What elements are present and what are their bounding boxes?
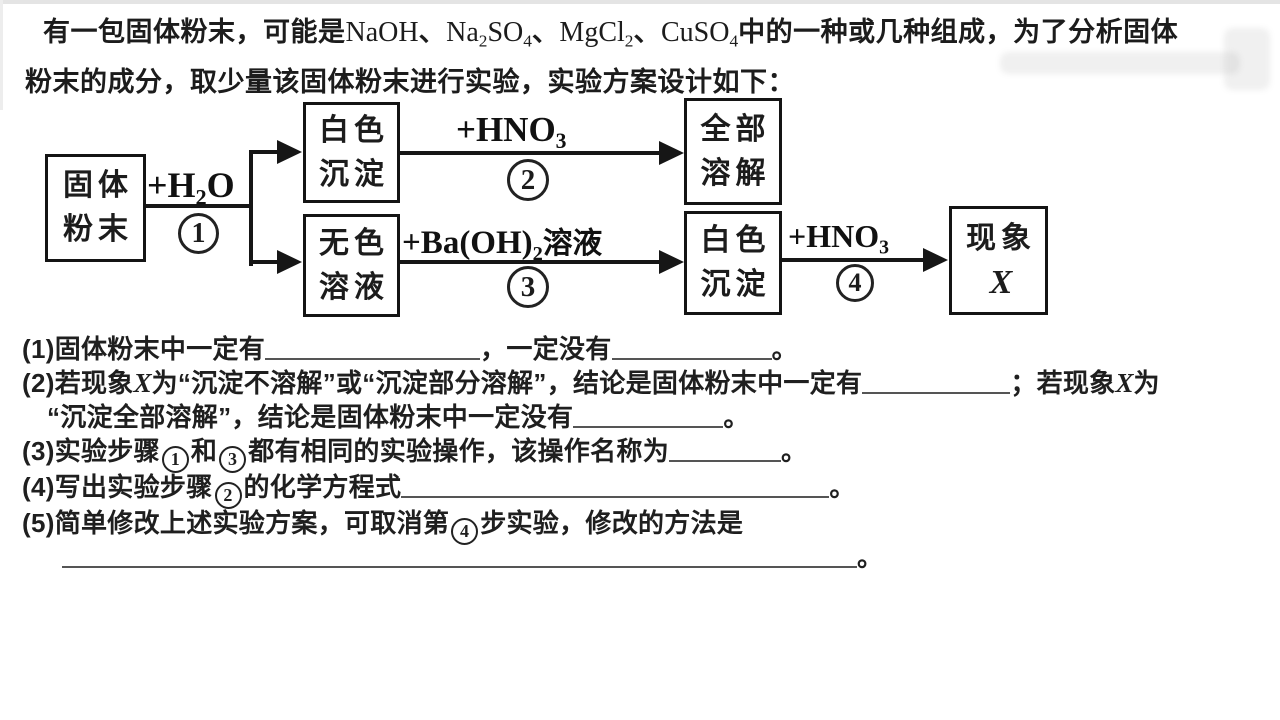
step4-number-badge: 4 <box>836 264 874 302</box>
answer-blank <box>401 474 830 498</box>
frame-edge-top <box>0 0 1280 4</box>
step3-number-badge: 3 <box>507 266 549 308</box>
formula-cuso4: CuSO4 <box>660 17 739 51</box>
arrowhead-icon-step3 <box>659 250 684 274</box>
step2-ref-badge: 2 <box>214 482 242 509</box>
step2-number-badge: 2 <box>507 159 549 201</box>
question-2-continued: “沉淀全部溶解”，结论是固体粉末中一定没有。 <box>47 402 750 432</box>
separator: 、 <box>418 17 447 47</box>
intro-text: 中的一种或几种组成，为了分析固体 <box>738 17 1179 47</box>
question-1: (1)固体粉末中一定有，一定没有。 <box>22 334 798 364</box>
watermark-smudge <box>1000 52 1240 74</box>
step1-number-badge: 1 <box>178 213 219 254</box>
question-5-continued: 。 <box>62 537 883 574</box>
variable-x: X <box>1115 368 1134 398</box>
step4-reagent-label: +HNO3 <box>788 218 890 259</box>
separator: 、 <box>633 17 661 47</box>
problem-statement: 有一包固体粉末，可能是NaOH、Na2SO4、MgCl2、CuSO4中的一种或几… <box>25 12 1255 102</box>
answer-blank <box>573 404 724 428</box>
answer-blank <box>862 370 1011 394</box>
frame-edge-left <box>0 0 3 110</box>
step1-reagent-label: +H2O <box>147 165 235 210</box>
answer-blank <box>669 438 782 462</box>
step2-reagent-label: +HNO3 <box>456 110 567 154</box>
variable-x: X <box>133 368 152 398</box>
step3-reagent-label: +Ba(OH)2溶液 <box>402 225 603 265</box>
answer-blank <box>62 544 857 568</box>
intro-text: 有一包固体粉末，可能是 <box>43 17 346 47</box>
watermark-smudge <box>1224 28 1270 90</box>
arrow-line-step1 <box>146 204 253 208</box>
arrowhead-icon-upper <box>277 140 302 164</box>
formula-na2so4: Na2SO4 <box>446 17 532 51</box>
arrowhead-icon-lower <box>277 250 302 274</box>
arrow-line-step2 <box>400 151 661 155</box>
branch-lower-line <box>249 260 279 264</box>
step1-ref-badge: 1 <box>161 446 189 473</box>
arrowhead-icon-step2 <box>659 141 684 165</box>
arrow-line-step3 <box>400 260 661 264</box>
colorless-solution-box: 无色溶液 <box>303 214 400 317</box>
answer-blank <box>611 336 772 360</box>
step3-ref-badge: 3 <box>219 446 247 473</box>
formula-naoh: NaOH <box>345 17 419 48</box>
step4-ref-badge: 4 <box>451 518 479 545</box>
white-precipitate-box-1: 白色沉淀 <box>303 102 400 203</box>
all-dissolved-box: 全部溶解 <box>684 98 782 205</box>
answer-blank <box>265 336 481 360</box>
separator: 、 <box>531 17 560 47</box>
solid-powder-box: 固体粉末 <box>45 154 146 262</box>
branch-line-step1 <box>249 150 253 266</box>
white-precipitate-box-2: 白色沉淀 <box>684 211 782 315</box>
branch-upper-line <box>249 150 279 154</box>
intro-line-2: 粉末的成分，取少量该固体粉末进行实验，实验方案设计如下： <box>25 66 795 97</box>
intro-line-1: 有一包固体粉末，可能是NaOH、Na2SO4、MgCl2、CuSO4中的一种或几… <box>25 12 1255 62</box>
question-2: (2)若现象X为“沉淀不溶解”或“沉淀部分溶解”，结论是固体粉末中一定有；若现象… <box>22 368 1160 398</box>
arrow-line-step4 <box>782 258 925 262</box>
formula-mgcl2: MgCl2 <box>559 17 634 51</box>
arrowhead-icon-step4 <box>923 248 948 272</box>
